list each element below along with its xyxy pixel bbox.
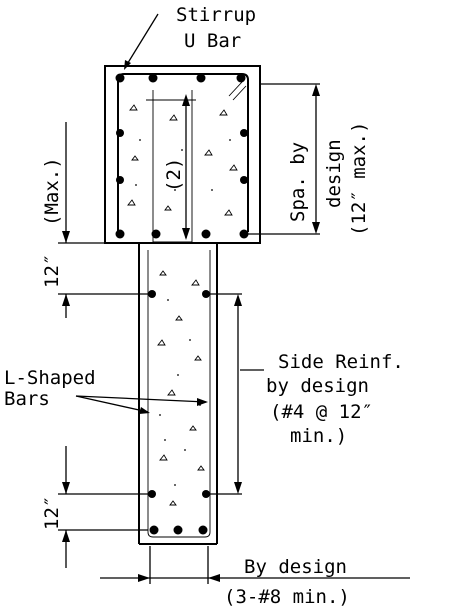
rebar-dot (151, 229, 161, 239)
flange-outline (104, 65, 261, 244)
label-two: (2) (163, 158, 185, 192)
l-bar-leader-1 (75, 395, 149, 413)
rebar-dot (148, 290, 156, 298)
dim-arrow (182, 228, 190, 240)
rebar-dot (198, 525, 208, 535)
dim-arrow (62, 294, 70, 306)
label-stirrup: Stirrup (176, 4, 256, 26)
rebar-dot (240, 129, 248, 137)
leader-arrowhead (139, 407, 150, 414)
concrete-hatch (127, 104, 238, 506)
rebar-dot (240, 176, 248, 184)
flange-stirrup (117, 73, 249, 232)
dim-arrow (234, 294, 242, 306)
stirrup-hook (228, 81, 247, 101)
label-12-max: (12″ max.) (348, 122, 370, 236)
label-num4-12: (#4 @ 12″ (270, 401, 373, 423)
label-3-8-min: (3-#8 min.) (224, 586, 350, 608)
dim-arrow (138, 574, 150, 582)
label-12-top: 12″ (41, 254, 63, 288)
concrete-dots (135, 139, 231, 486)
l-bar-leader-2 (75, 395, 207, 403)
web-rebar-group (148, 290, 210, 535)
rebar-dot (115, 73, 125, 83)
rebar-dot (115, 229, 125, 239)
dim-arrow (234, 482, 242, 494)
rebar-dot (149, 525, 159, 535)
rebar-dot (202, 490, 210, 498)
label-12-bottom: 12″ (41, 496, 63, 530)
rebar-dot (116, 176, 124, 184)
stirrup-leader (125, 13, 159, 67)
label-min: min.) (290, 425, 347, 447)
label-side-reinf: Side Reinf. (278, 351, 404, 373)
dim-arrow (182, 94, 190, 106)
rebar-dot (148, 73, 158, 83)
rebar-dot (148, 490, 156, 498)
rebar-dot (116, 129, 124, 137)
rebar-dot (201, 229, 211, 239)
rebar-dot (202, 290, 210, 298)
label-l-shaped: L-Shaped (4, 367, 96, 389)
leader-arrowhead (197, 398, 208, 406)
rebar-dot (196, 73, 206, 83)
leader-arrowhead (124, 60, 131, 70)
label-u-bar: U Bar (184, 30, 241, 52)
label-by-design: by design (266, 375, 369, 397)
dim-arrow (312, 222, 320, 234)
label-by-design-bottom: By design (244, 556, 347, 578)
dim-arrow (208, 574, 220, 582)
rebar-dot (236, 73, 246, 83)
dim-arrow (62, 482, 70, 494)
label-design: design (323, 139, 345, 208)
dim-arrow (312, 84, 320, 96)
dim-arrow (62, 231, 70, 243)
rebar-dot (173, 525, 183, 535)
label-max: (Max.) (41, 157, 63, 226)
label-bars: Bars (4, 388, 50, 410)
flange-rebar-group (115, 73, 249, 239)
web-stirrup (147, 250, 211, 538)
dim-arrow (62, 530, 70, 542)
label-spa-by: Spa. by (287, 142, 309, 222)
